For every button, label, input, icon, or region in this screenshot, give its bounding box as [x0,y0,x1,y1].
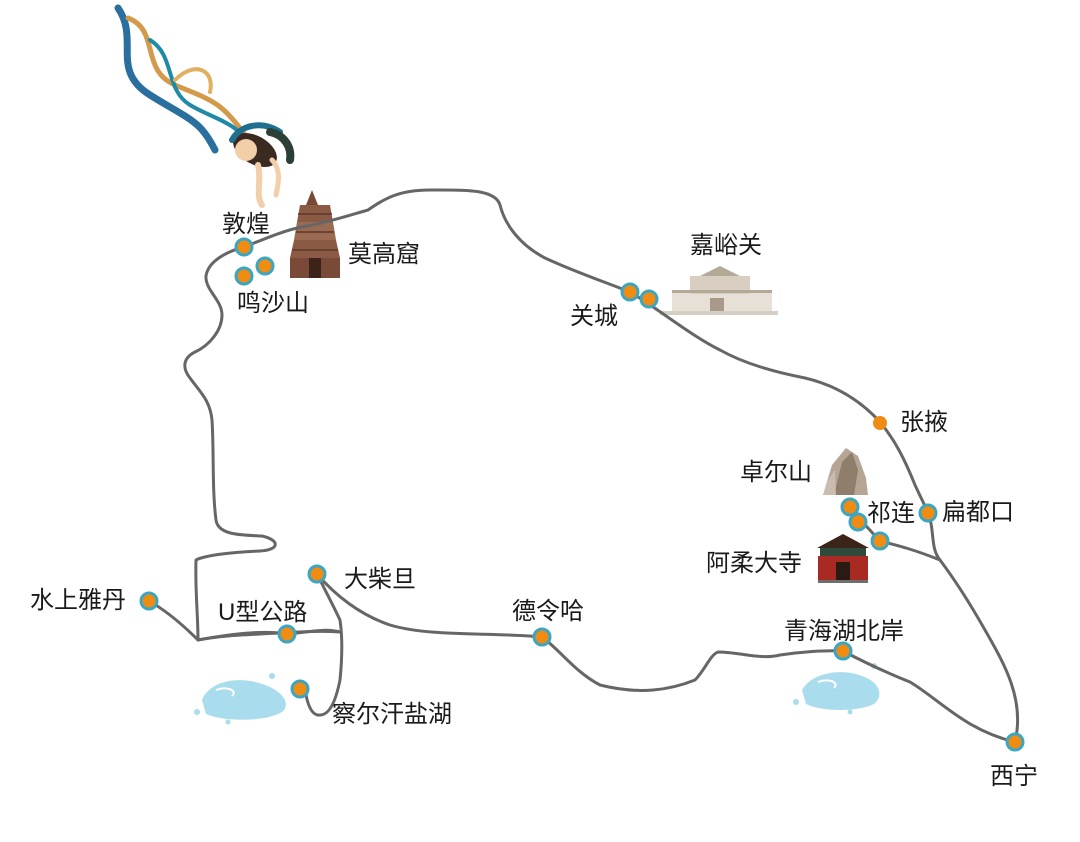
marker-arou [870,531,890,551]
marker-yardang [139,591,159,611]
label-biandukou: 扁都口 [942,499,1014,526]
jiayuguan-fortress-illustration [660,266,778,315]
route-lines [147,188,1020,744]
marker-mingsha-1 [234,266,254,286]
route-main-loop [242,188,1020,744]
marker-zhuoer-1 [840,497,860,517]
zhuoer-mountain-illustration [823,448,868,495]
marker-dachaidan [307,564,327,584]
label-qinghai-lake-north: 青海湖北岸 [784,618,904,645]
label-mingsha-mountain: 鸣沙山 [237,290,309,317]
marker-delingha [532,627,552,647]
marker-chaerhan [290,679,310,699]
mogao-pagoda-illustration [290,190,340,278]
qinghai-lake-illustration [793,663,880,715]
marker-guancheng-1 [620,282,640,302]
route-u-highway [196,628,342,642]
marker-xining [1005,732,1025,752]
marker-guancheng-2 [639,289,659,309]
chaerhan-lake-illustration [194,673,286,725]
label-u-shaped-highway: U型公路 [218,599,308,626]
marker-u-highway [277,624,297,644]
label-jiayuguan: 嘉峪关 [690,232,762,259]
label-dunhuang: 敦煌 [222,211,270,238]
label-delingha: 德令哈 [512,598,584,625]
route-chaidan-east [315,572,1017,744]
temple-gate-illustration [817,534,869,583]
route-markers [139,237,1025,752]
marker-qinghai-lake [833,641,853,661]
marker-zhangye [873,416,887,430]
flying-apsara-illustration [114,4,295,208]
label-mogao-caves: 莫高窟 [348,241,420,268]
label-guancheng: 关城 [570,303,618,330]
label-shuishang-yardang: 水上雅丹 [30,587,126,614]
label-xining: 西宁 [990,763,1038,790]
marker-zhuoer-2 [848,512,868,532]
label-dachaidan: 大柴旦 [344,566,416,593]
label-zhuoer-mountain: 卓尔山 [740,459,812,486]
marker-mingsha-2 [255,256,275,276]
label-zhangye: 张掖 [900,409,948,436]
label-chaerhan-salt-lake: 察尔汗盐湖 [332,701,452,728]
label-arou-temple: 阿柔大寺 [706,550,802,577]
marker-dunhuang [234,237,254,257]
marker-biandukou [918,503,938,523]
label-qilian: 祁连 [867,500,915,527]
